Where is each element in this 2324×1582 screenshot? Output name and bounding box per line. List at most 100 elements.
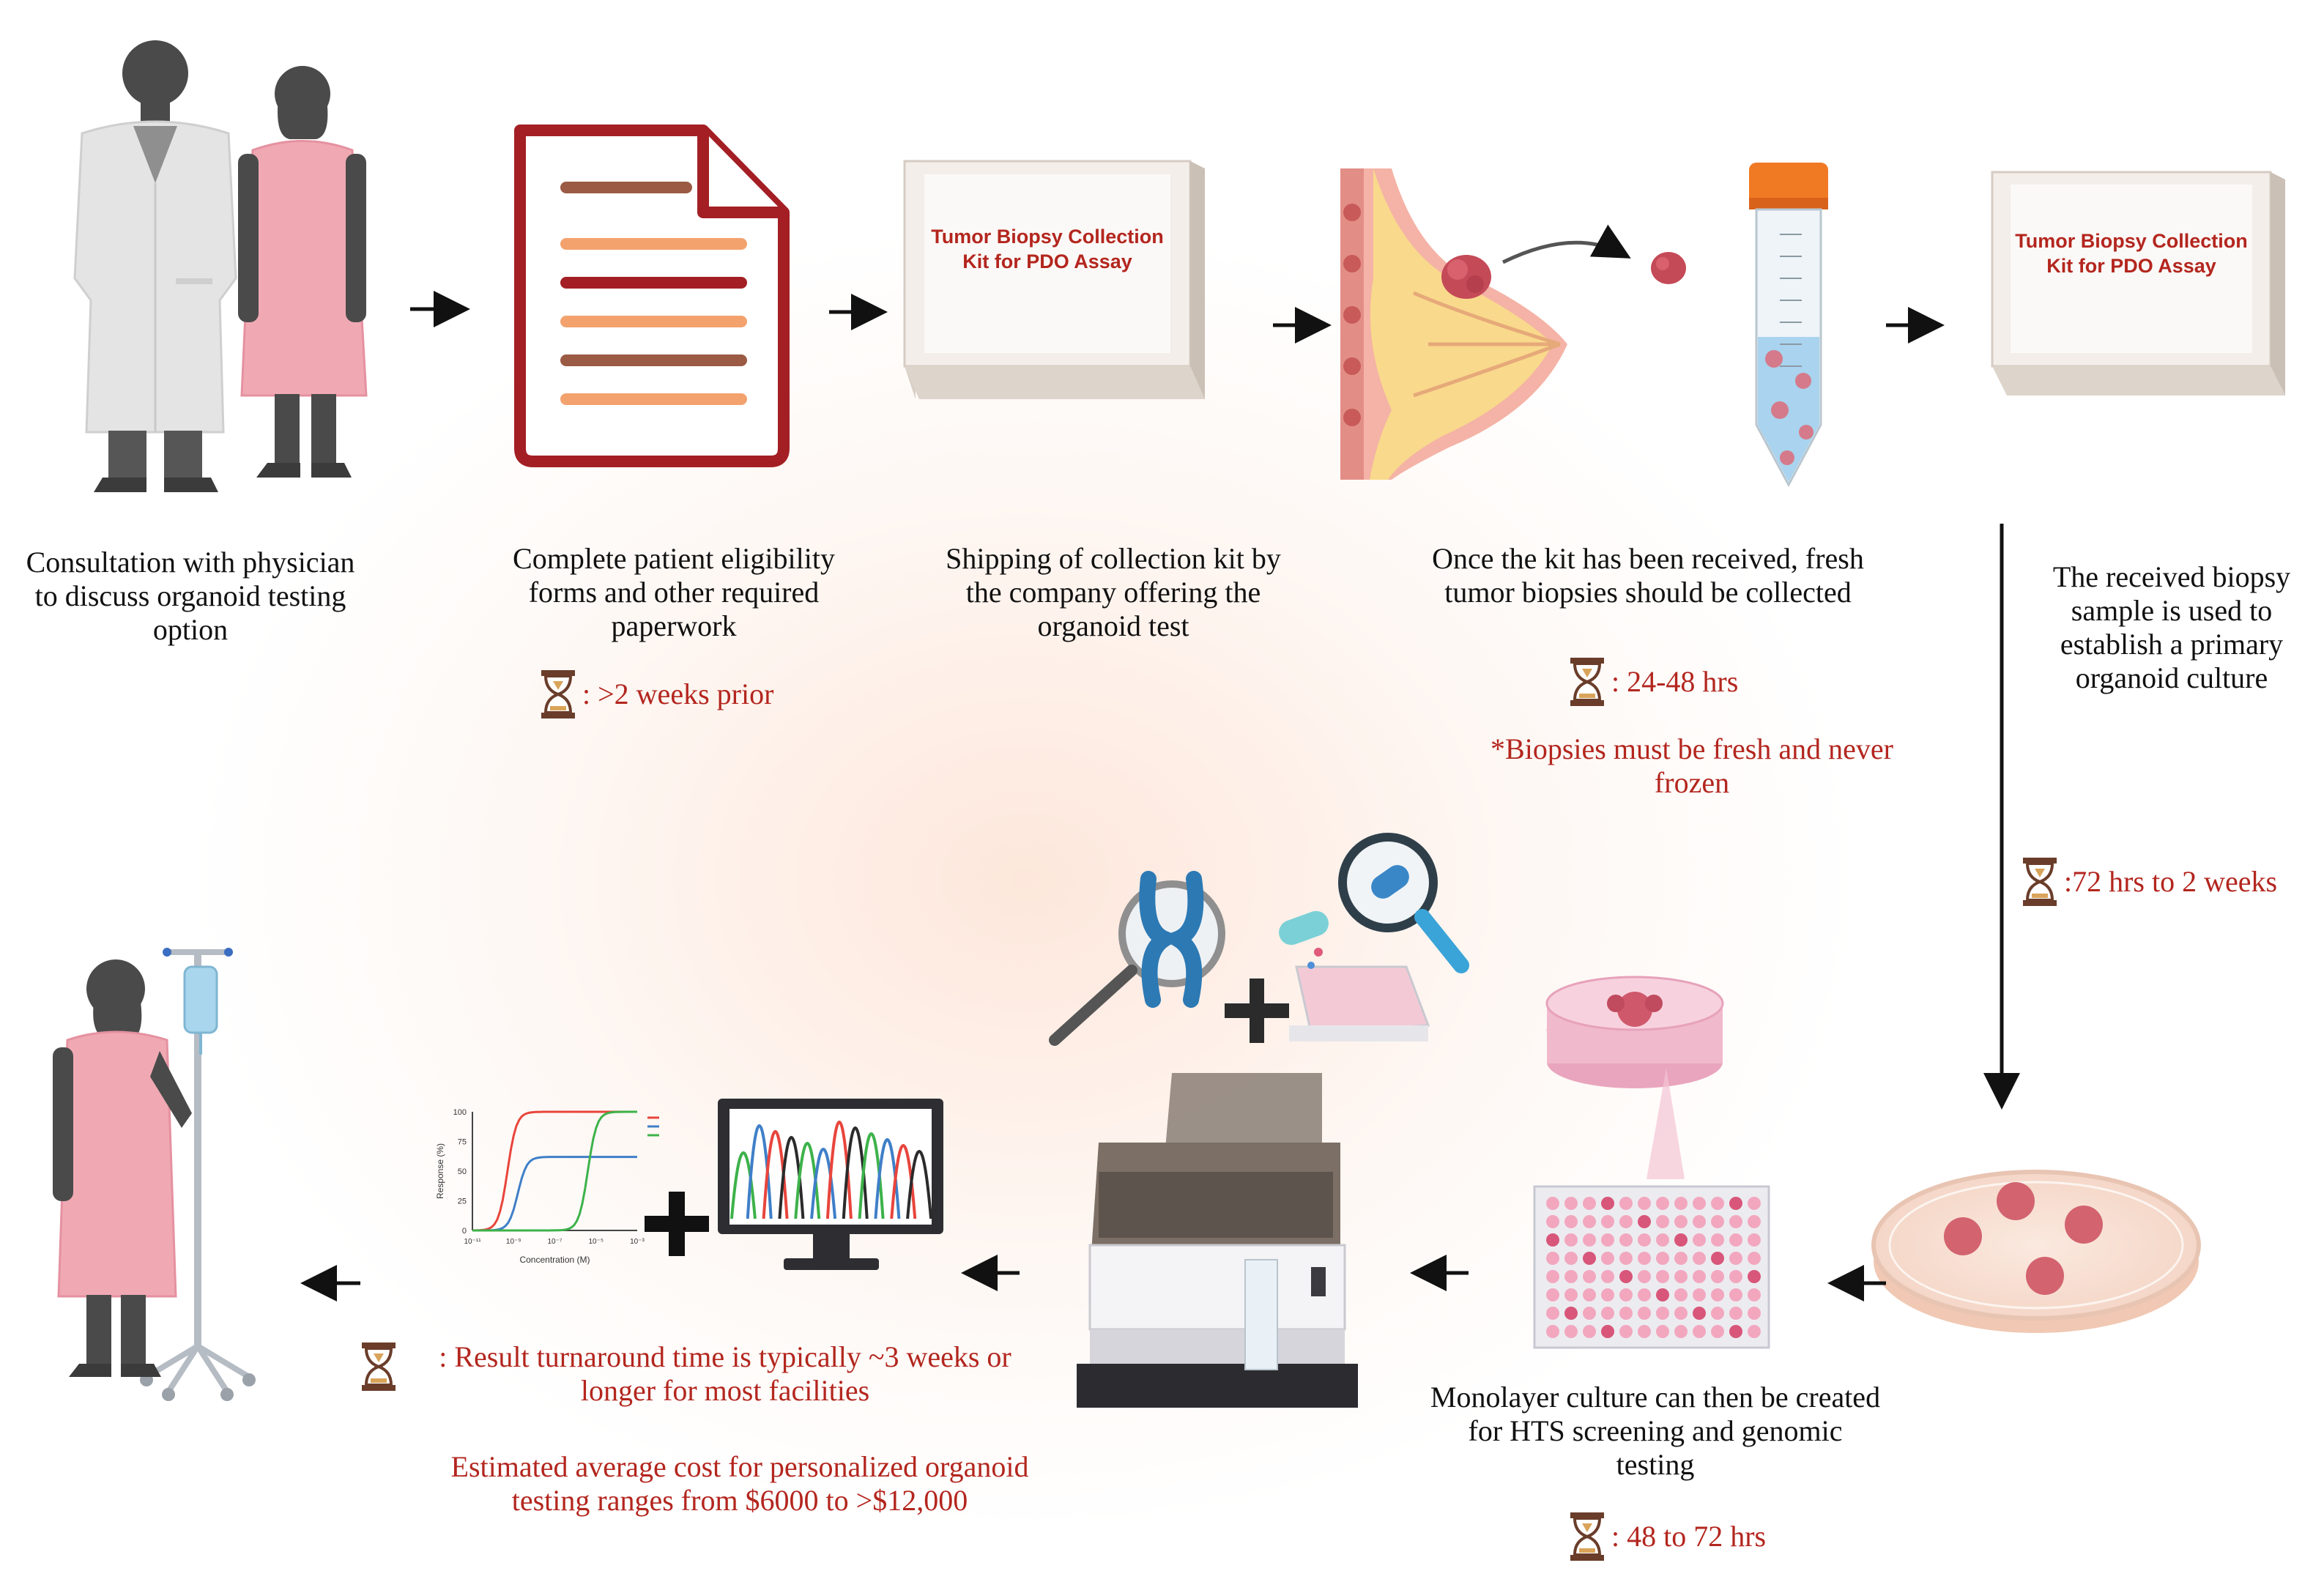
well	[1674, 1288, 1688, 1301]
well	[1711, 1307, 1724, 1320]
well	[1564, 1325, 1578, 1338]
well	[1583, 1197, 1596, 1210]
paperwork-document-icon	[514, 125, 790, 467]
well	[1693, 1197, 1706, 1210]
well	[1711, 1288, 1724, 1301]
biopsy-timer-text: : 24-48 hrs	[1611, 665, 1739, 698]
culture-caption: The received biopsy sample is used to es…	[2052, 560, 2291, 694]
well	[1564, 1252, 1578, 1265]
well	[1619, 1197, 1633, 1210]
well	[1546, 1233, 1559, 1247]
drug-screening-magnifier-icon	[1279, 833, 1469, 1041]
well	[1748, 1215, 1761, 1228]
x-axis-label: Concentration (M)	[519, 1255, 590, 1265]
received-kit-box	[1991, 171, 2285, 396]
y-tick-label: 100	[453, 1108, 467, 1117]
well	[1748, 1270, 1761, 1283]
well	[1601, 1325, 1614, 1338]
doctor-figure	[73, 40, 237, 492]
well	[1601, 1233, 1614, 1247]
well	[1546, 1325, 1559, 1338]
patient-with-iv-figure	[53, 948, 256, 1401]
well	[1638, 1252, 1651, 1265]
results-timer-text: : Result turnaround time is typically ~3…	[439, 1340, 1011, 1407]
well	[1693, 1252, 1706, 1265]
sample-tube-icon	[1749, 163, 1828, 488]
well	[1693, 1270, 1706, 1283]
y-axis-label: Response (%)	[435, 1143, 445, 1199]
well	[1674, 1307, 1688, 1320]
well	[1674, 1197, 1688, 1210]
x-tick-label: 10⁻³	[630, 1238, 645, 1246]
chromatogram-peak	[906, 1150, 933, 1219]
well	[1729, 1288, 1742, 1301]
well	[1748, 1233, 1761, 1247]
well	[1656, 1288, 1669, 1301]
well	[1546, 1252, 1559, 1265]
paperwork-caption: Complete patient eligibility forms and o…	[513, 542, 835, 642]
hourglass-icon	[1570, 658, 1604, 706]
well	[1601, 1252, 1614, 1265]
well	[1656, 1325, 1669, 1338]
well	[1656, 1307, 1669, 1320]
hourglass-icon	[541, 670, 575, 718]
well	[1546, 1215, 1559, 1228]
well	[1601, 1215, 1614, 1228]
paperwork-timer: : >2 weeks prior	[538, 668, 773, 721]
well	[1711, 1252, 1724, 1265]
well	[1693, 1288, 1706, 1301]
received-kit-box-label: Tumor Biopsy Collection Kit for PDO Assa…	[2015, 230, 2248, 277]
well	[1638, 1233, 1651, 1247]
well	[1583, 1233, 1596, 1247]
well	[1748, 1252, 1761, 1265]
y-tick-label: 50	[458, 1167, 467, 1176]
well	[1564, 1233, 1578, 1247]
well	[1656, 1233, 1669, 1247]
well	[1748, 1307, 1761, 1320]
x-tick-label: 10⁻⁹	[506, 1238, 521, 1246]
well	[1748, 1197, 1761, 1210]
culture-timer-text: :72 hrs to 2 weeks	[2064, 865, 2278, 898]
well	[1674, 1270, 1688, 1283]
well	[1656, 1270, 1669, 1283]
chromatogram-peak	[730, 1151, 757, 1219]
patient-figure	[238, 66, 368, 478]
well	[1693, 1325, 1706, 1338]
well	[1711, 1215, 1724, 1228]
monolayer-timer-text: : 48 to 72 hrs	[1611, 1520, 1767, 1553]
well	[1546, 1288, 1559, 1301]
well	[1601, 1197, 1614, 1210]
well	[1601, 1288, 1614, 1301]
well	[1693, 1233, 1706, 1247]
consultation-caption: Consultation with physician to discuss o…	[26, 546, 355, 646]
chromatogram-peak	[810, 1148, 837, 1219]
hts-screening-instrument	[1077, 1073, 1358, 1408]
y-tick-label: 0	[462, 1227, 467, 1236]
hourglass-icon	[2023, 858, 2057, 906]
shipping-caption: Shipping of collection kit by the compan…	[946, 542, 1281, 642]
plus-icon-bottom	[645, 1192, 709, 1256]
well	[1674, 1325, 1688, 1338]
well	[1693, 1215, 1706, 1228]
well	[1583, 1288, 1596, 1301]
well	[1619, 1307, 1633, 1320]
y-tick-label: 25	[458, 1197, 467, 1206]
monolayer-caption: Monolayer culture can then be created fo…	[1430, 1381, 1881, 1481]
well	[1656, 1197, 1669, 1210]
well	[1638, 1197, 1651, 1210]
well	[1619, 1270, 1633, 1283]
response-curve	[472, 1156, 637, 1232]
x-tick-label: 10⁻¹¹	[464, 1238, 481, 1246]
well	[1638, 1288, 1651, 1301]
flow-arrows	[300, 291, 2020, 1301]
cost-note: Estimated average cost for personalized …	[450, 1450, 1029, 1517]
well	[1748, 1288, 1761, 1301]
well	[1729, 1325, 1742, 1338]
well	[1729, 1233, 1742, 1247]
well	[1656, 1252, 1669, 1265]
well	[1638, 1307, 1651, 1320]
sequencing-monitor-icon	[718, 1099, 943, 1270]
well	[1693, 1307, 1706, 1320]
well	[1619, 1325, 1633, 1338]
